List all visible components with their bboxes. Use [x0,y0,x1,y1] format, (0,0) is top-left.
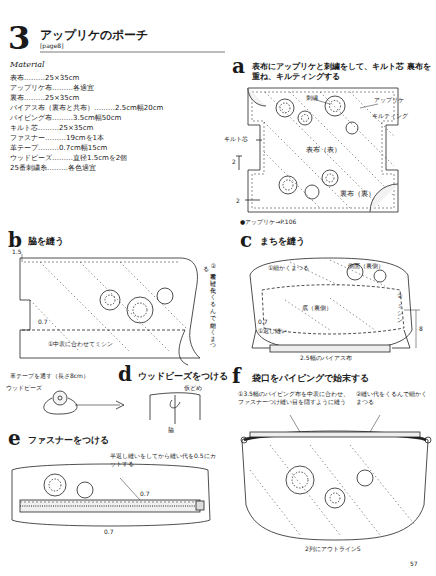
dimension: 2 [232,158,236,166]
step-number: 3 [8,22,30,54]
instruction: ①中表に合わせてミシン [48,340,113,348]
dimension: 8 [419,325,423,333]
material-item: キルト芯………25×35cm [10,124,93,133]
step-heading: まちを縫う [260,236,305,247]
side-seam-drawing [20,254,200,365]
step-heading: ウッドビーズをつける [138,371,228,382]
material-item: ウッドビーズ………直径1.5cmを2個 [10,154,127,163]
header-rule [40,52,225,53]
step-letter: d [118,364,132,384]
step-letter: e [8,428,21,448]
part-label: 側面（裏側） [348,262,384,270]
part-label: 裏布（裏） [340,190,375,199]
dimension: 0.7 [140,490,150,498]
part-label: 底（裏側） [302,304,332,312]
instruction: ②縫い代をくるんで細かくまつる [356,390,432,405]
material-item: ファスナー………19cmを1本 [10,134,104,143]
note: ●アップリケ→P.106 [240,218,296,226]
dimension: 0.7 [258,318,268,326]
part-label: 刺繍 [306,94,318,102]
instruction: 2列にアウトラインS [305,545,361,553]
wood-bead-drawing [44,391,200,424]
instruction: ②ミシン [396,292,404,382]
material-item: 裏布………25×35cm [10,94,79,103]
material-item: 表布………25×35cm [10,74,79,83]
instruction: ①返し縫い [258,327,287,335]
step-heading: 表布にアップリケと刺繍をして、キルト芯 裏布を重ね、キルティングする [252,62,432,82]
step-letter: f [232,366,241,386]
material-item: パイピング布………3.5cm幅50cm [10,114,121,123]
material-item: 革テープ………0.7cm幅15cm [10,144,107,153]
step-letter: a [232,56,245,76]
material-item: アップリケ布………各適宜 [10,84,94,93]
material-item: 25番刺繍糸………各色適宜 [10,164,96,173]
material-item: バイアス布（裏布と共布）………2.5cm幅20cm [10,104,163,113]
dimension: 0.7 [38,318,48,326]
dimension: 0.7 [104,528,114,536]
page-title: アップリケのポーチ [40,28,148,43]
part-label: 脇 [168,426,174,434]
part-label: キルト芯 [224,135,248,143]
dimension: 1.5 [12,248,22,256]
instruction: 仮どめ [184,384,202,392]
dimension: 2 [236,197,240,205]
page-number: 57 [410,560,418,568]
part-label: 2.5幅のバイアス布 [300,354,352,362]
part-label: アップリケ [374,96,404,104]
material-heading: Material [10,60,45,70]
part-label: ウッドビーズ [6,384,42,392]
page-ref: [page8] [40,42,63,50]
instruction: ①3.5幅のパイピング布を中表に合わせ、ファスナーつけ縫い目を隠すように縫う [238,390,350,405]
gusset-drawing [250,258,420,352]
step-heading: 脇を縫う [28,236,64,247]
instruction: 革テープを通す（長さ8cm） [10,372,89,380]
step-letter: b [8,230,22,250]
step-heading: 袋口をパイピングで始末する [252,373,369,384]
instruction: 半返し縫いをしてから縫い代を0.5にカットする [110,452,218,467]
step-letter: c [240,230,252,250]
pattern-piece [236,88,398,212]
part-label: キルティング [372,112,408,120]
piping-drawing [241,415,431,540]
instruction: ②裏布で縫い代をくるんで細かくまつる [202,262,217,352]
zipper-drawing [12,464,210,526]
part-label: 表布（表） [306,146,341,155]
instruction: ①細かくまつる [268,264,309,272]
step-heading: ファスナーをつける [28,435,109,446]
